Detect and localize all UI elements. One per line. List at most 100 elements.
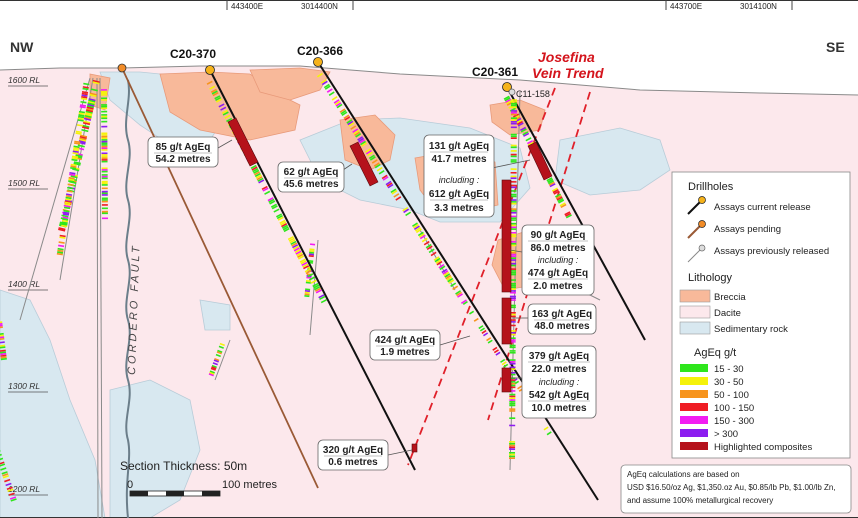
grade-tick — [218, 103, 225, 108]
grade-tick — [273, 208, 280, 213]
grade-tick — [506, 101, 513, 106]
grade-tick — [87, 102, 95, 106]
grade-tick — [65, 195, 72, 198]
grade-tick — [403, 208, 410, 214]
grade-tick — [353, 129, 360, 135]
grade-tick — [72, 168, 80, 172]
grade-tick — [295, 250, 302, 255]
legend-dacite: Dacite — [714, 308, 741, 319]
grade-tick — [390, 188, 397, 194]
grade-tick — [320, 299, 327, 304]
grade-tick — [215, 96, 222, 102]
composite-c20-361 — [527, 141, 553, 181]
grade-tick — [1, 471, 8, 475]
svg-text:including :: including : — [538, 255, 579, 265]
grade-tick — [290, 240, 297, 246]
grade-tick — [0, 334, 4, 337]
fault-label: CORDERO FAULT — [126, 243, 143, 375]
grade-tick — [382, 176, 389, 181]
grade-tick — [306, 276, 312, 279]
grade-tick — [210, 367, 216, 371]
grade-tick — [61, 221, 68, 224]
grade-tick — [83, 82, 90, 86]
grade-tick — [373, 162, 380, 167]
grade-tick — [70, 167, 77, 170]
grade-tick — [369, 156, 376, 161]
collar-c20-366[interactable] — [313, 57, 323, 67]
legend-grade-label-3: 100 - 150 — [714, 403, 754, 414]
vein-label-2: Vein Trend — [532, 65, 604, 81]
grade-tick — [261, 185, 268, 191]
grade-tick — [208, 373, 214, 377]
scale-length: 100 metres — [222, 479, 278, 491]
grade-tick — [340, 109, 347, 115]
grade-tick — [257, 177, 264, 182]
grade-tick — [305, 281, 311, 284]
callout-3: 131 g/t AgEq 41.7 metres including : 612… — [423, 134, 495, 218]
grade-tick — [78, 115, 85, 119]
grade-tick — [547, 180, 555, 185]
grade-tick — [254, 172, 261, 178]
grade-tick — [376, 166, 383, 172]
svg-text:85 g/t AgEq: 85 g/t AgEq — [156, 142, 211, 153]
callout-4: 90 g/t AgEq 86.0 metres including : 474 … — [521, 224, 595, 296]
grade-tick — [79, 134, 88, 138]
grade-tick — [519, 126, 527, 132]
grade-tick — [505, 98, 512, 103]
grade-tick — [61, 224, 68, 228]
grade-tick — [62, 213, 70, 216]
grade-tick — [71, 158, 78, 162]
note-box: AgEq calculations are based on USD $16.5… — [620, 464, 852, 514]
grade-tick — [59, 236, 66, 239]
grade-tick — [308, 276, 316, 281]
grade-tick — [333, 99, 340, 104]
grade-tick — [67, 183, 74, 187]
grade-tick — [0, 349, 6, 352]
grade-tick — [417, 231, 424, 237]
grade-tick — [473, 317, 479, 322]
grade-tick — [270, 203, 277, 208]
grade-tick — [0, 321, 3, 324]
grade-tick — [315, 289, 322, 294]
svg-text:1.9 metres: 1.9 metres — [380, 347, 430, 358]
grade-tick — [4, 478, 11, 483]
grade-tick — [361, 142, 367, 147]
grade-tick — [555, 194, 562, 200]
svg-text:542 g/t AgEq: 542 g/t AgEq — [529, 390, 589, 401]
grade-tick — [0, 324, 3, 327]
grade-tick — [413, 225, 420, 231]
grade-tick — [312, 282, 319, 288]
grade-tick — [2, 475, 10, 479]
legend-grade-swatch-5 — [680, 429, 708, 437]
grade-tick — [58, 227, 66, 231]
grade-tick — [439, 265, 446, 271]
grade-tick — [85, 112, 93, 116]
grade-tick — [79, 137, 87, 141]
grade-tick — [0, 326, 3, 329]
grade-tick — [0, 332, 4, 335]
collar-c20-361[interactable] — [502, 82, 512, 92]
grade-tick — [460, 299, 467, 304]
grade-tick — [433, 256, 440, 261]
grade-tick — [355, 133, 362, 138]
elevation-1400: 1400 RL — [8, 279, 40, 289]
legend-grade-label-4: 150 - 300 — [714, 416, 754, 427]
grade-tick — [309, 251, 315, 254]
grade-tick — [58, 241, 65, 244]
grade-tick — [405, 211, 412, 217]
coord-label-3: 443700E — [670, 2, 702, 11]
grade-tick — [320, 79, 327, 84]
grade-tick — [552, 189, 559, 194]
collar-c20-370[interactable] — [205, 65, 215, 75]
svg-text:45.6 metres: 45.6 metres — [283, 179, 338, 190]
grade-tick — [348, 122, 355, 127]
grade-tick — [308, 255, 314, 258]
cordero-fault — [125, 79, 131, 518]
grade-tick — [371, 159, 378, 164]
grade-tick — [374, 163, 381, 169]
grade-tick — [301, 261, 308, 267]
grade-tick — [291, 242, 298, 247]
grade-tick — [412, 222, 418, 227]
grade-tick — [425, 243, 432, 249]
grade-tick — [281, 224, 288, 229]
